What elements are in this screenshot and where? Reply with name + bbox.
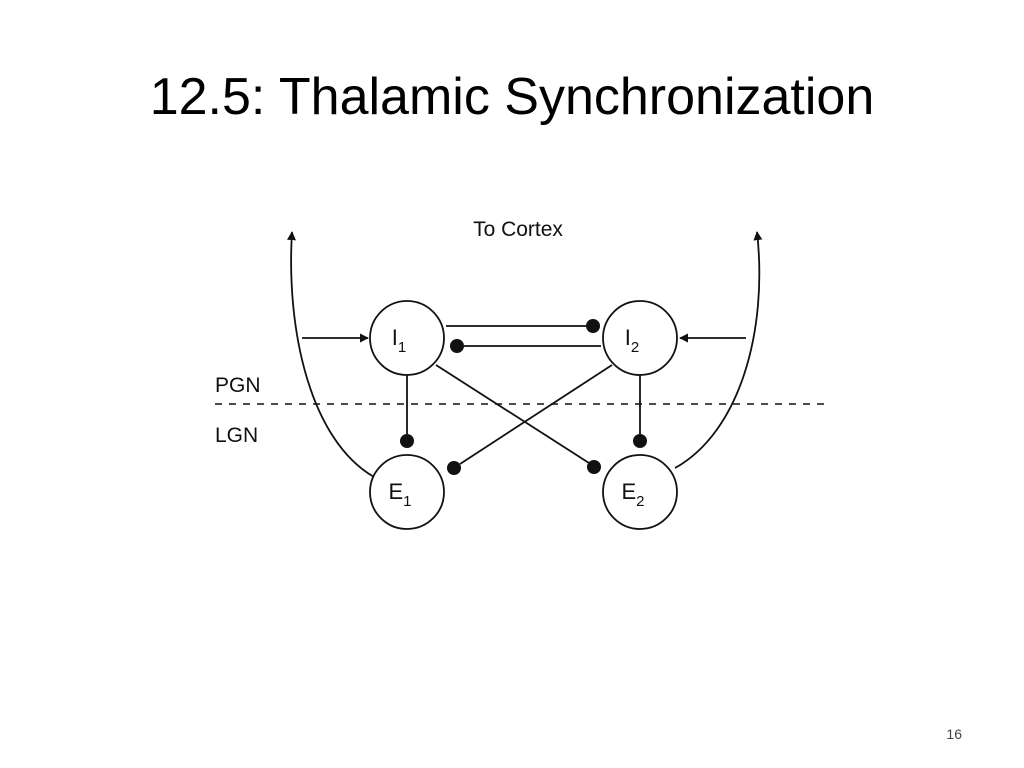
- i2-to-e1-inhibition: [459, 364, 613, 465]
- node-e2-subscript: 2: [636, 493, 644, 510]
- svg-text:E1: E1: [388, 479, 411, 510]
- node-i1: I1: [369, 300, 445, 376]
- to-cortex-label: To Cortex: [473, 218, 563, 241]
- pgn-label: PGN: [215, 374, 261, 397]
- e1-to-cortex-projection: [287, 231, 375, 478]
- page-number: 16: [946, 726, 962, 742]
- i1-to-e1-synapse: [400, 434, 414, 448]
- node-i2-letter: I: [625, 325, 631, 350]
- svg-text:I2: I2: [625, 325, 639, 356]
- slide-title: 12.5: Thalamic Synchronization: [149, 68, 875, 126]
- svg-text:E2: E2: [621, 479, 644, 510]
- node-e1: E1: [369, 454, 445, 530]
- node-i1-subscript: 1: [398, 339, 406, 356]
- i1-to-e2-inhibition: [435, 364, 590, 464]
- node-e2: E2: [602, 454, 678, 530]
- node-i1-letter: I: [392, 325, 398, 350]
- svg-text:I1: I1: [392, 325, 406, 356]
- node-e1-letter: E: [388, 479, 403, 504]
- i2-to-e2-synapse: [633, 434, 647, 448]
- e2-to-cortex-projection: [674, 231, 763, 469]
- node-i2-subscript: 2: [631, 339, 639, 356]
- node-i2: I2: [602, 300, 678, 376]
- lgn-label: LGN: [215, 424, 258, 447]
- node-e1-subscript: 1: [403, 493, 411, 510]
- i2-to-e1-synapse: [447, 461, 461, 475]
- i1-to-i2-synapse: [586, 319, 600, 333]
- i2-to-i1-synapse: [450, 339, 464, 353]
- i1-to-e2-synapse: [587, 460, 601, 474]
- node-e2-letter: E: [621, 479, 636, 504]
